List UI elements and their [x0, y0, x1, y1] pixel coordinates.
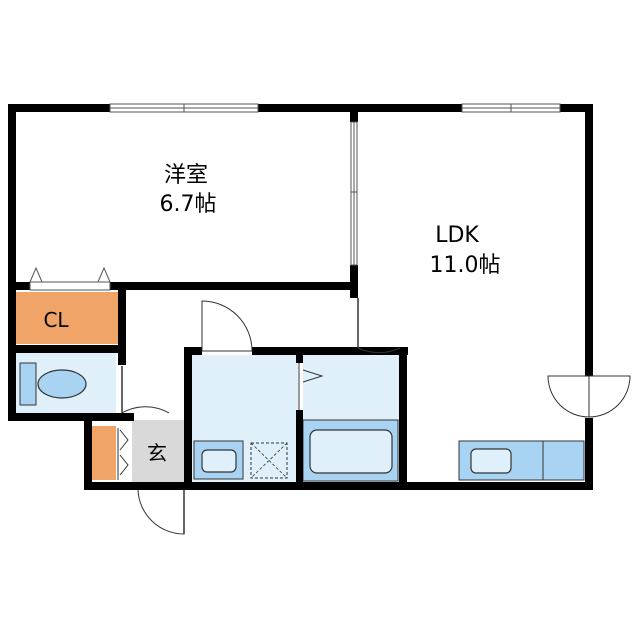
western-room-name: 洋室 [164, 163, 208, 188]
toilet-door [121, 366, 170, 414]
wall-washroom-top-right [252, 347, 408, 355]
entrance-floor [132, 420, 184, 482]
closet-label: CL [43, 308, 69, 332]
wall-top-right [560, 104, 593, 112]
bedroom-window [109, 103, 259, 113]
wall-closet-bottom [8, 345, 126, 353]
entrance-label: 玄 [147, 441, 167, 465]
shoe-closet-door [117, 428, 129, 480]
toilet-bowl [37, 369, 87, 399]
wall-top-left [8, 104, 110, 112]
western-room-size: 6.7帖 [160, 192, 217, 217]
wall-bedroom-bottom-right [110, 282, 358, 290]
wall-washroom-left [184, 347, 192, 490]
wall-right-lower [585, 418, 593, 490]
washroom-door [201, 300, 253, 352]
wall-toilet-bottom [8, 413, 134, 421]
front-door [137, 489, 185, 535]
closet-door [29, 266, 111, 291]
ldk-window [461, 103, 561, 113]
wall-top-middle [258, 104, 462, 112]
wall-closet-right [118, 282, 126, 354]
ldk-door [357, 298, 401, 354]
ldk-size: 11.0帖 [430, 253, 501, 278]
sliding-door [350, 121, 358, 266]
wall-shoe-left [84, 413, 92, 490]
wall-washroom-top-left [184, 347, 202, 355]
bathroom-door [298, 363, 324, 410]
washing-machine-space [250, 442, 288, 479]
wall-left [8, 104, 16, 420]
washer-cross-b [250, 442, 288, 479]
wall-right-upper [585, 104, 593, 376]
toilet-tank [19, 362, 37, 406]
balcony-door [547, 375, 631, 418]
wall-bedroom-ldk-lower [350, 265, 358, 298]
washbasin [201, 449, 237, 473]
walls [8, 104, 593, 490]
ldk-name: LDK [435, 223, 479, 248]
wall-bottom [84, 482, 593, 490]
shoe-closet-floor [92, 426, 116, 480]
wall-bedroom-bottom-left [8, 282, 30, 290]
wall-bath-right [399, 347, 407, 490]
bathtub [309, 429, 393, 474]
wall-wash-bath-lower [296, 410, 303, 490]
wall-toilet-right [118, 345, 126, 365]
wall-bedroom-ldk [350, 104, 358, 122]
wall-wash-bath [296, 347, 303, 363]
kitchen-sink [470, 448, 512, 474]
closet-floor [14, 292, 120, 344]
